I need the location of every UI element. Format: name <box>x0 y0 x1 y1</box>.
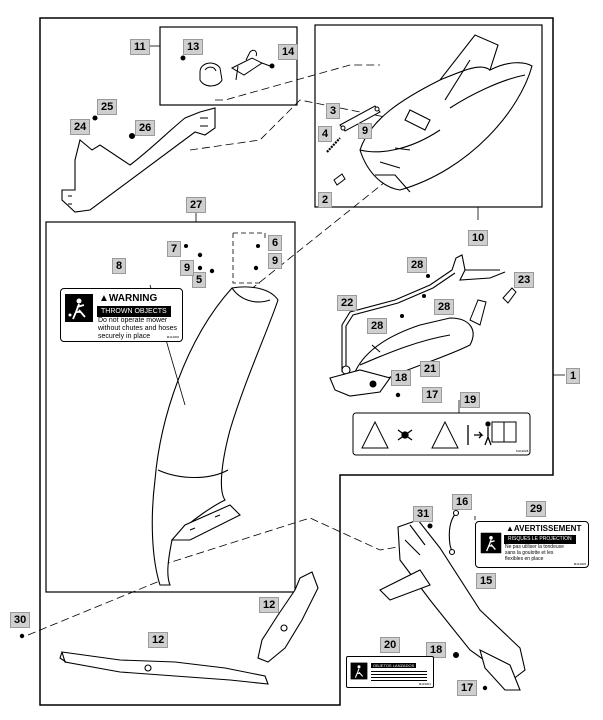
callout-6: 6 <box>268 235 283 251</box>
avertissement-body: Ne pas utiliser la tondeuse sans la goul… <box>505 544 564 562</box>
thrown-objects-pictogram-icon <box>65 294 93 322</box>
leader-line-27 <box>249 169 401 291</box>
latch-part-23 <box>502 287 517 304</box>
callout-4: 4 <box>318 126 333 142</box>
callout-8: 8 <box>112 258 127 274</box>
callout-18-upper: 18 <box>391 370 412 386</box>
callout-17-lower: 17 <box>457 680 478 696</box>
warning-decal-8: ▲WARNING THROWN OBJECTS Do not operate m… <box>60 288 183 342</box>
spanish-decal-20: OBJETOS LANZADOS M119001 <box>346 656 434 688</box>
callout-17-upper: 17 <box>422 387 443 403</box>
callout-13: 13 <box>183 39 204 55</box>
leader-line-24 <box>189 99 401 151</box>
hardware-parts-5-7-9 <box>184 244 260 274</box>
knob-part-13 <box>180 55 223 87</box>
callout-18-lower: 18 <box>426 642 447 658</box>
callout-12-right: 12 <box>259 597 280 613</box>
callout-25: 25 <box>97 99 118 115</box>
chute-assembly-10-box <box>314 24 543 208</box>
spring-part-4 <box>326 137 341 153</box>
fasteners-17-18-28 <box>369 274 430 398</box>
thrown-objects-pictogram-icon-fr <box>480 532 502 554</box>
pictorial-label-code: M119028 <box>516 449 529 453</box>
callout-12-left: 12 <box>148 632 169 648</box>
callout-20: 20 <box>380 637 401 653</box>
callout-26: 26 <box>135 120 156 136</box>
callout-16: 16 <box>452 494 473 510</box>
callout-28-top: 28 <box>407 257 428 273</box>
rod-part-22 <box>341 254 506 375</box>
callout-9-left: 9 <box>180 260 195 276</box>
callout-24: 24 <box>70 119 91 135</box>
callout-31: 31 <box>413 506 434 522</box>
fasteners-31-18-17-30 <box>19 523 488 691</box>
avertissement-decal-29: ▲AVERTISSEMENT RISQUES LE PROJECTION Ne … <box>475 521 589 568</box>
blade-part-12-right <box>257 571 319 663</box>
callout-28-middle: 28 <box>434 299 455 315</box>
callout-3: 3 <box>326 103 341 119</box>
callout-5: 5 <box>192 272 207 288</box>
bracket-arm <box>469 299 487 326</box>
latch-part-14 <box>230 49 275 81</box>
callout-30: 30 <box>10 612 31 628</box>
callout-19: 19 <box>460 392 481 408</box>
callout-29: 29 <box>526 501 547 517</box>
callout-15: 15 <box>476 573 497 589</box>
bracket-part-24 <box>61 107 216 213</box>
callout-1: 1 <box>566 368 581 384</box>
spanish-header: OBJETOS LANZADOS <box>371 663 417 668</box>
link-part-3 <box>339 105 381 132</box>
callout-22: 22 <box>337 295 358 311</box>
callout-21: 21 <box>420 361 441 377</box>
kit-11-box <box>159 26 298 106</box>
avertissement-header: ▲AVERTISSEMENT <box>506 524 582 533</box>
callout-11: 11 <box>130 39 150 55</box>
deflector-part-15 <box>379 519 526 691</box>
hardware-bracket <box>232 232 266 284</box>
callout-9-chute: 9 <box>358 123 373 139</box>
callout-28-left: 28 <box>367 318 388 334</box>
hose-part-16 <box>448 509 460 556</box>
warning-title: THROWN OBJECTS <box>97 306 171 317</box>
avertissement-code: M114005 <box>573 562 586 566</box>
spanish-body-lines <box>371 671 427 681</box>
avertissement-title: RISQUES LE PROJECTION <box>504 535 576 544</box>
warning-body: Do not operate mower without chutes and … <box>98 317 177 340</box>
blade-part-12-left <box>59 651 269 685</box>
pictorial-safety-label-19 <box>352 412 531 456</box>
leader-line-11 <box>215 64 380 101</box>
callout-23: 23 <box>514 272 535 288</box>
spanish-code: M119001 <box>418 682 431 686</box>
callout-14: 14 <box>278 44 299 60</box>
callout-27: 27 <box>186 197 207 213</box>
main-assembly-frame <box>39 17 554 706</box>
leader-line-15 <box>161 517 411 566</box>
chute-upper-part-10 <box>359 34 533 193</box>
warning-header: ▲WARNING <box>99 293 158 304</box>
callout-9-right: 9 <box>268 253 283 269</box>
pin-part-2 <box>333 173 346 186</box>
callout-7: 7 <box>167 241 182 257</box>
leader-line-30 <box>27 579 163 636</box>
pictorial-icons <box>397 421 492 446</box>
callout-2: 2 <box>318 192 333 208</box>
callout-10: 10 <box>468 230 489 246</box>
warning-code: M114006 <box>166 335 179 339</box>
thrown-objects-pictogram-icon-es <box>350 662 368 680</box>
chute-lower-part-27 <box>151 286 279 586</box>
base-plate-part-21 <box>329 369 391 397</box>
chute-assembly-27-box <box>45 221 296 593</box>
